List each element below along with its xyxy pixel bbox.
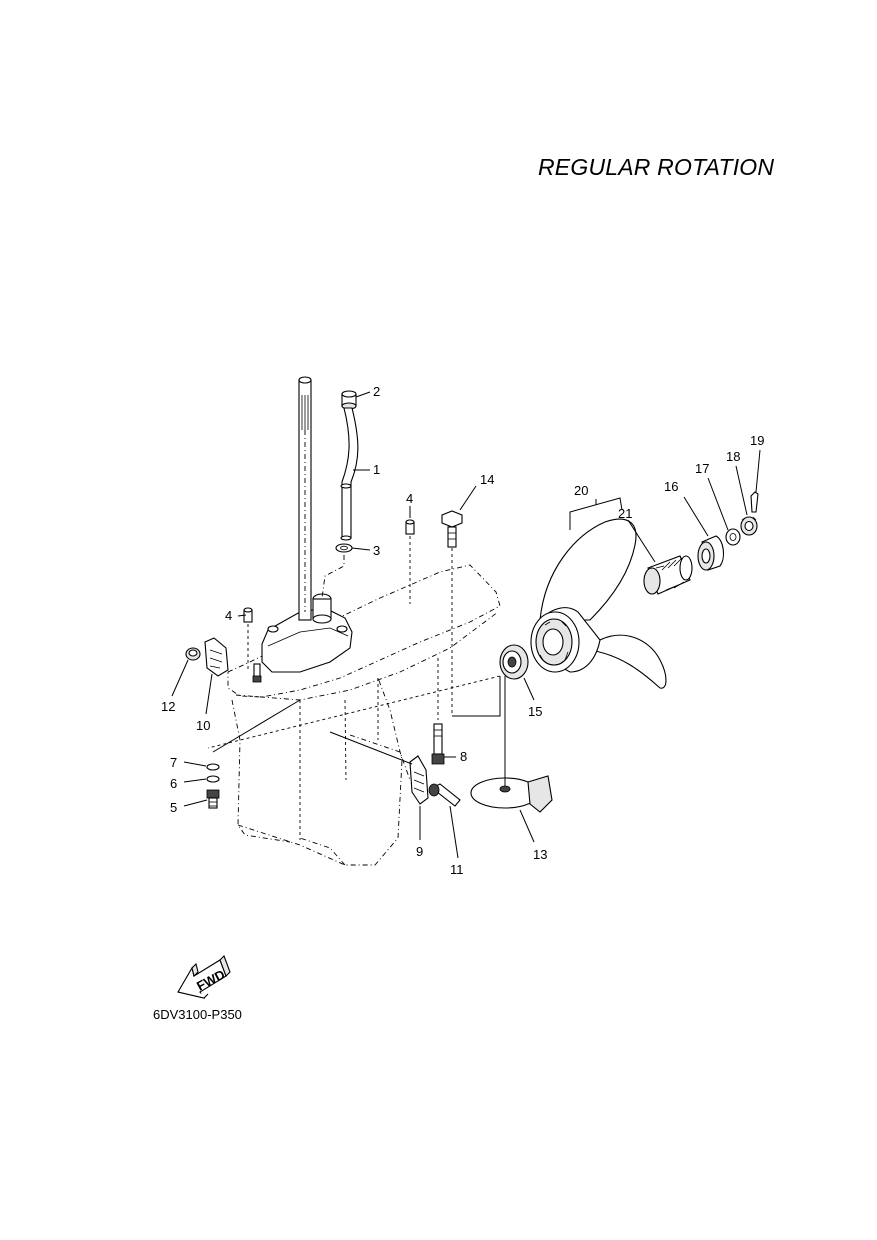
part-13-trim-tab: [470, 775, 553, 813]
callout-21: 21: [618, 506, 632, 521]
callout-4-right: 4: [406, 491, 413, 506]
callout-9: 9: [416, 844, 423, 859]
part-4-dowel-pin-left: [243, 607, 253, 623]
part-18-nut: [740, 516, 758, 536]
callout-3: 3: [373, 543, 380, 558]
part-16-spacer: [697, 535, 725, 571]
callout-4-left: 4: [225, 608, 232, 623]
callout-14: 14: [480, 472, 494, 487]
callout-11: 11: [450, 862, 464, 877]
leader-lines: [171, 391, 761, 859]
part-11-screw: [428, 783, 461, 807]
callout-13: 13: [533, 847, 547, 862]
callout-12: 12: [161, 699, 175, 714]
part-3-seal: [335, 543, 353, 553]
callout-6: 6: [170, 776, 177, 791]
part-8-bolt: [431, 723, 445, 765]
part-15-thrust-washer: [499, 644, 529, 680]
callout-15: 15: [528, 704, 542, 719]
part-1-water-tube: [340, 407, 359, 541]
part-17-washer: [725, 528, 741, 546]
drive-shaft: [298, 376, 312, 621]
part-20-propeller: [530, 518, 667, 689]
callout-17: 17: [695, 461, 709, 476]
part-14-bolt: [441, 510, 463, 548]
part-9-anode: [409, 755, 429, 805]
water-pump-housing: [261, 593, 353, 673]
callout-5: 5: [170, 800, 177, 815]
callout-10: 10: [196, 718, 210, 733]
page-title: REGULAR ROTATION: [538, 154, 775, 180]
part-6-washer: [206, 775, 220, 783]
callout-19: 19: [750, 433, 764, 448]
part-5-bolt: [206, 789, 220, 809]
fwd-label: FWD: [194, 967, 227, 994]
deck-stud: [252, 663, 262, 683]
callout-7: 7: [170, 755, 177, 770]
callout-1: 1: [373, 462, 380, 477]
callout-2: 2: [373, 384, 380, 399]
callout-labels: 1 2 3 4 4 5 6 7 8 9 10 11 12 13 14 15 16…: [161, 384, 764, 877]
part-19-cotter-pin: [750, 491, 759, 513]
part-4-dowel-pin-right: [405, 519, 415, 604]
callout-20: 20: [574, 483, 588, 498]
diagram-code: 6DV3100-P350: [153, 1007, 242, 1022]
part-21-bushing: [643, 555, 693, 595]
callout-18: 18: [726, 449, 740, 464]
part-2-grommet: [341, 390, 357, 410]
lower-case-outline: [227, 564, 501, 866]
callout-16: 16: [664, 479, 678, 494]
part-7-washer: [206, 763, 220, 771]
part-10-cover: [204, 637, 229, 677]
fwd-direction-arrow: FWD: [177, 955, 231, 999]
part-12-plug: [185, 647, 201, 661]
callout-8: 8: [460, 749, 467, 764]
